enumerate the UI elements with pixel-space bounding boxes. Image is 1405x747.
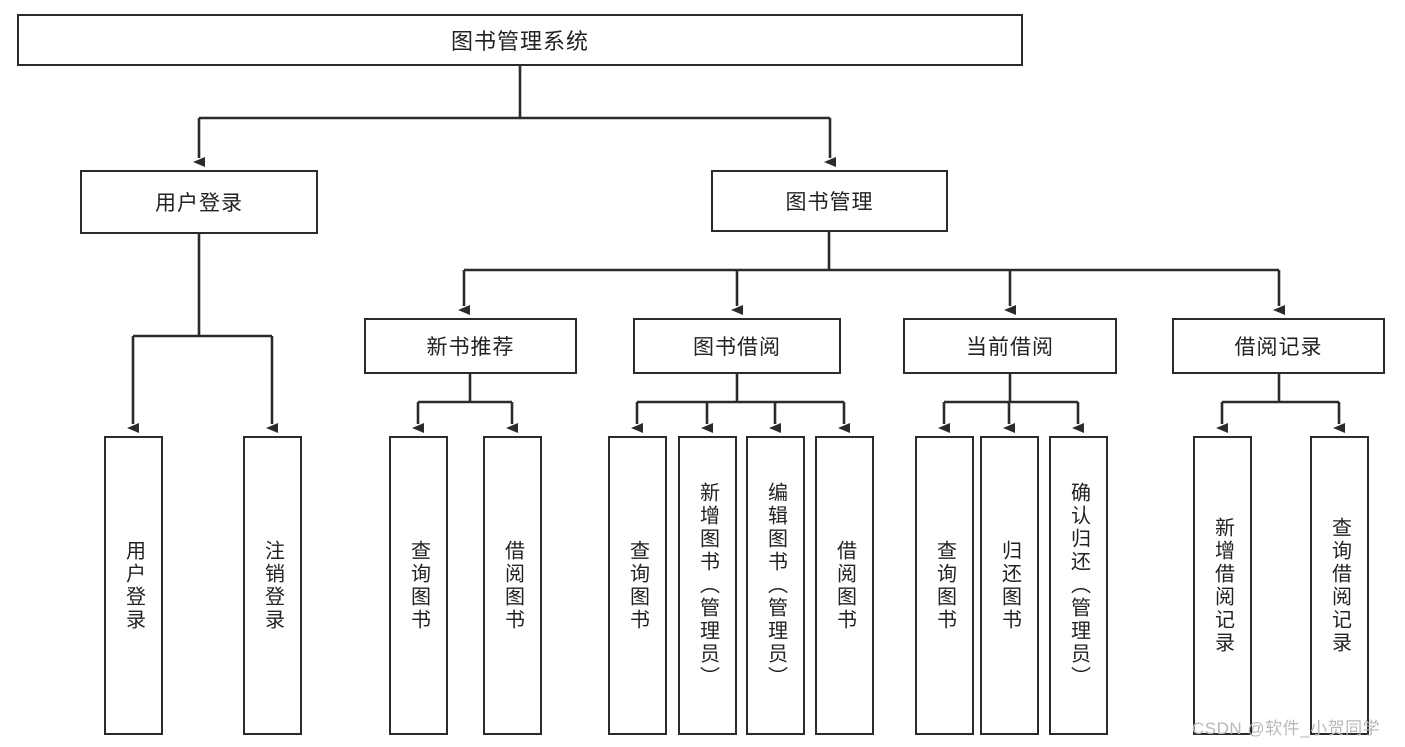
- leaf-borrow-query-book[interactable]: 查询图书: [608, 436, 667, 735]
- node-label: 借阅图书: [833, 539, 856, 632]
- node-label: 新增借阅记录: [1211, 516, 1234, 655]
- node-user-login[interactable]: 用户登录: [80, 170, 318, 234]
- node-label: 图书管理系统: [450, 29, 589, 54]
- node-label: 新增图书（管理员）: [696, 482, 719, 689]
- node-label: 用户登录: [155, 192, 243, 215]
- leaf-user-login-login[interactable]: 用户登录: [104, 436, 163, 735]
- node-label: 查询图书: [626, 539, 649, 632]
- watermark: CSDN @软件_小贺同学: [1192, 719, 1381, 738]
- node-label: 查询图书: [407, 539, 430, 632]
- node-borrow-record[interactable]: 借阅记录: [1172, 318, 1385, 374]
- node-label: 查询图书: [933, 539, 956, 632]
- node-new-book-recommend[interactable]: 新书推荐: [364, 318, 577, 374]
- leaf-record-query-record[interactable]: 查询借阅记录: [1310, 436, 1369, 735]
- node-label: 用户登录: [122, 539, 145, 632]
- leaf-borrow-add-book[interactable]: 新增图书（管理员）: [678, 436, 737, 735]
- node-label: 确认归还（管理员）: [1067, 482, 1090, 689]
- leaf-current-return-book[interactable]: 归还图书: [980, 436, 1039, 735]
- leaf-current-query-book[interactable]: 查询图书: [915, 436, 974, 735]
- node-label: 编辑图书（管理员）: [764, 482, 787, 689]
- node-label: 借阅图书: [501, 539, 524, 632]
- node-label: 注销登录: [261, 539, 284, 632]
- node-label: 图书借阅: [693, 336, 781, 359]
- leaf-recommend-query-book[interactable]: 查询图书: [389, 436, 448, 735]
- node-book-management[interactable]: 图书管理: [711, 170, 948, 232]
- node-label: 查询借阅记录: [1328, 516, 1351, 655]
- node-label: 图书管理: [785, 191, 874, 214]
- leaf-recommend-borrow-book[interactable]: 借阅图书: [483, 436, 542, 735]
- node-label: 新书推荐: [426, 336, 515, 359]
- leaf-user-login-logout[interactable]: 注销登录: [243, 436, 302, 735]
- leaf-borrow-borrow-book[interactable]: 借阅图书: [815, 436, 874, 735]
- node-label: 归还图书: [998, 539, 1021, 632]
- node-current-borrow[interactable]: 当前借阅: [903, 318, 1117, 374]
- leaf-borrow-edit-book[interactable]: 编辑图书（管理员）: [746, 436, 805, 735]
- leaf-record-add-record[interactable]: 新增借阅记录: [1193, 436, 1252, 735]
- node-root-system[interactable]: 图书管理系统: [17, 14, 1023, 66]
- leaf-current-confirm-return[interactable]: 确认归还（管理员）: [1049, 436, 1108, 735]
- node-book-borrow[interactable]: 图书借阅: [633, 318, 841, 374]
- node-label: 借阅记录: [1234, 336, 1323, 359]
- node-label: 当前借阅: [966, 336, 1054, 359]
